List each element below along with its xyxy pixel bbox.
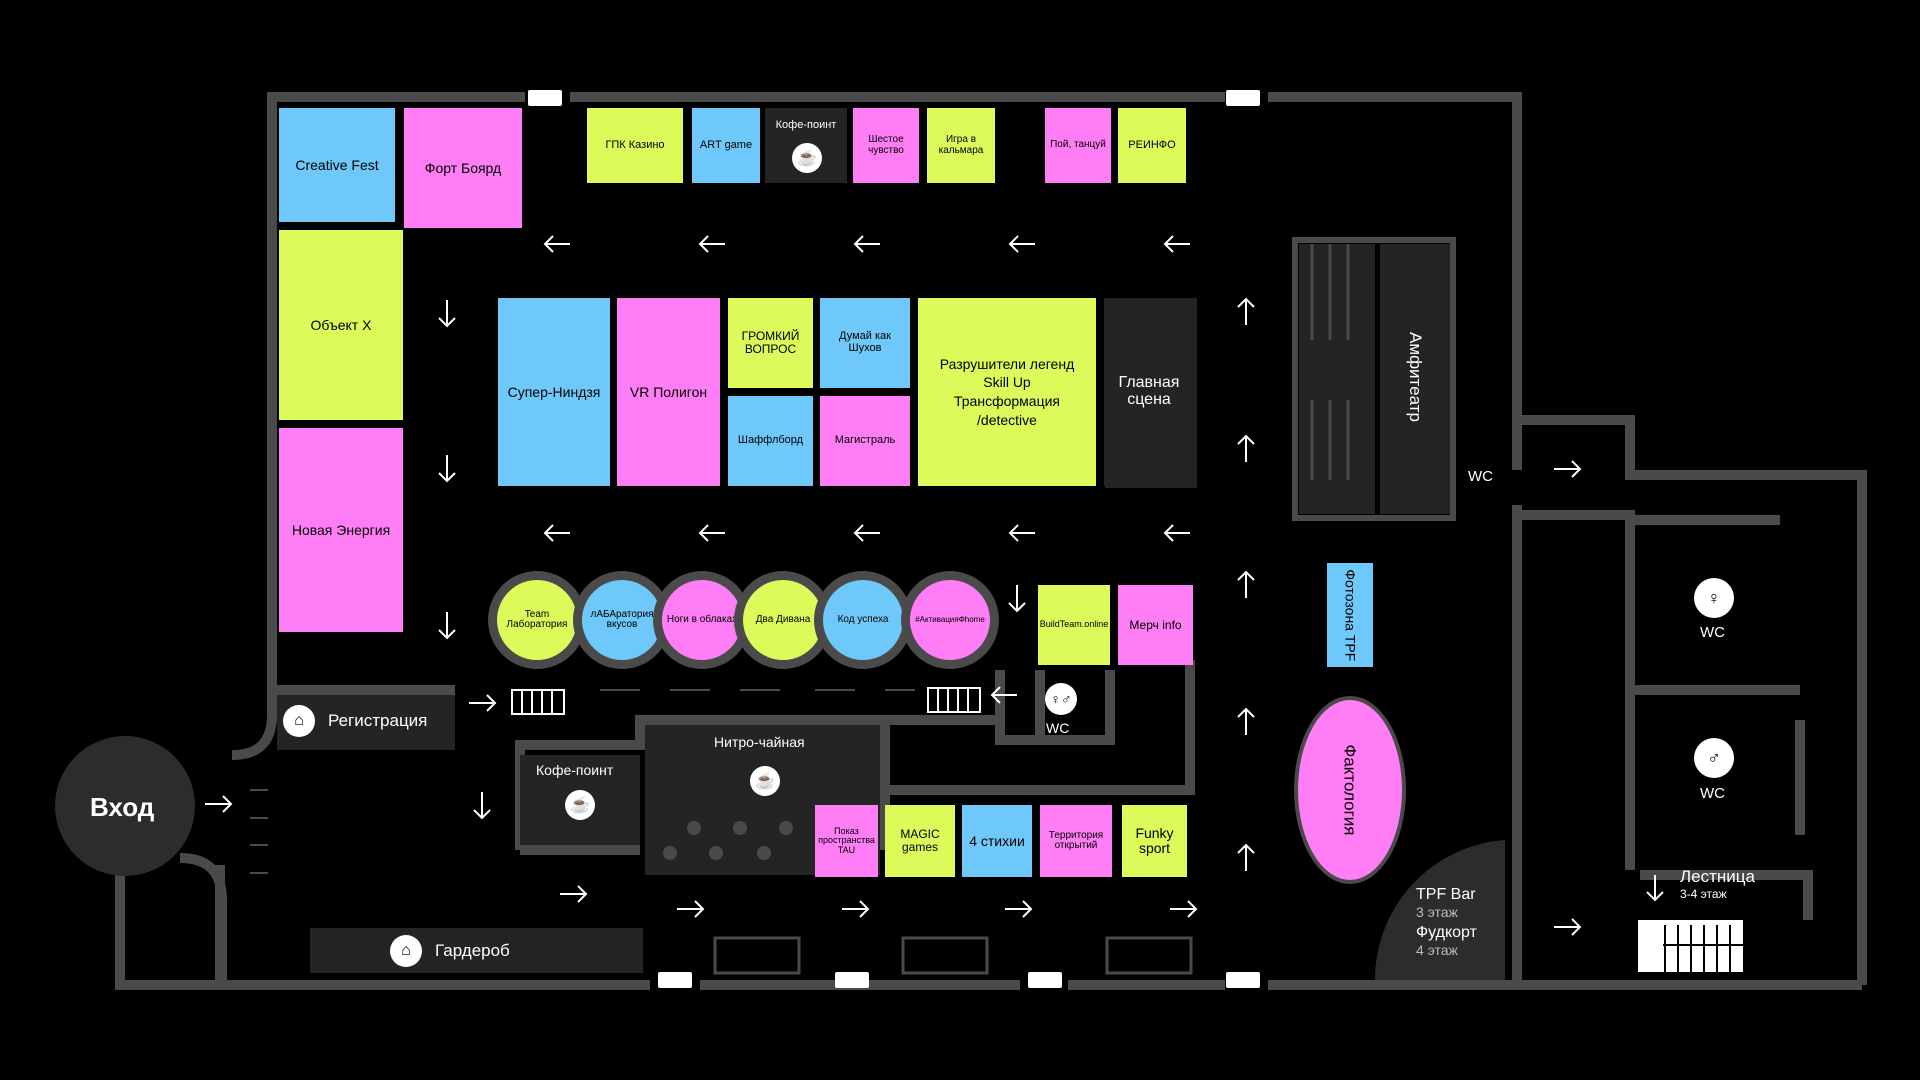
flow-arrows <box>205 235 1664 936</box>
circle-two-sofas[interactable]: Два Дивана <box>743 580 823 660</box>
coffee-cup-icon: ☕ <box>792 143 822 173</box>
entrance-circle <box>55 736 195 876</box>
zone-sixth-sense[interactable]: Шестое чувство <box>853 108 919 183</box>
zone-merch[interactable]: Мерч info <box>1118 585 1193 665</box>
zone-main-stage[interactable]: Главная сцена <box>1104 298 1194 486</box>
legends-line-3: Трансформация <box>954 393 1060 409</box>
zone-reinfo[interactable]: РЕИНФО <box>1118 108 1186 183</box>
zone-territory[interactable]: Территория открытий <box>1040 805 1112 877</box>
amphitheatre-label: Амфитеатр <box>1406 332 1425 422</box>
zone-creative-fest[interactable]: Creative Fest <box>279 108 395 222</box>
coffee-top-label: Кофе-поинт <box>775 119 837 131</box>
circle-success-code[interactable]: Код успеха <box>823 580 903 660</box>
person-icon: ♀ <box>1694 578 1734 618</box>
circle-team-lab[interactable]: Team Лаборатория <box>497 580 577 660</box>
zone-coffee-top[interactable]: Кофе-поинт <box>765 108 847 148</box>
coffee-bottom-label: Кофе-поинт <box>536 762 614 778</box>
wall-right <box>1517 415 1867 985</box>
wc-amphi-label: WC <box>1468 468 1493 485</box>
zone-super-ninja[interactable]: Супер-Ниндзя <box>498 298 610 486</box>
foodcourt-floor: 4 этаж <box>1416 942 1458 958</box>
bar-title: TPF Bar <box>1416 886 1476 903</box>
stairs-sub: 3-4 этаж <box>1680 887 1727 901</box>
zone-new-energy[interactable]: Новая Энергия <box>279 428 403 632</box>
zone-magistral[interactable]: Магистраль <box>820 396 910 486</box>
wc-icon: ♀♂ <box>1045 683 1077 715</box>
nitro-label: Нитро-чайная <box>714 734 805 750</box>
zone-loud-question[interactable]: ГРОМКИЙ ВОПРОС <box>728 298 813 388</box>
coffee-cup-icon: ☕ <box>750 766 780 796</box>
factology-label: Фактология <box>1340 744 1360 836</box>
hanger-icon: ⌂ <box>390 935 422 967</box>
bar-floor: 3 этаж <box>1416 904 1458 920</box>
zone-object-x[interactable]: Объект X <box>279 230 403 420</box>
zone-think-like-shukhov[interactable]: Думай как Шухов <box>820 298 910 388</box>
zone-legends[interactable]: Разрушители легенд Skill Up Трансформаци… <box>918 298 1096 486</box>
zone-factology[interactable]: Фактология <box>1298 700 1402 880</box>
cloakroom-label: Гардероб <box>435 941 510 960</box>
zone-fort-boyard[interactable]: Форт Боярд <box>404 108 522 228</box>
registration-label: Регистрация <box>328 711 428 730</box>
legends-line-2: Skill Up <box>983 374 1031 391</box>
wall-top-left <box>267 92 525 202</box>
wc-top-label: WC <box>1700 624 1725 641</box>
circle-clouds[interactable]: Ноги в облаках <box>662 580 742 660</box>
legends-line-4: /detective <box>977 411 1037 428</box>
photozone-label: Фотозона TPF <box>1342 569 1359 661</box>
zone-gpk-casino[interactable]: ГПК Казино <box>587 108 683 183</box>
entrance-label: Вход <box>90 792 155 822</box>
circle-aba-lab[interactable]: лАБАратория вкусов <box>582 580 662 660</box>
zone-art-game[interactable]: ART game <box>692 108 760 183</box>
wc-bottom-label: WC <box>1700 785 1725 802</box>
zone-magic-games[interactable]: MAGIC games <box>885 805 955 877</box>
foodcourt-title: Фудкорт <box>1416 924 1477 941</box>
zone-funky-sport[interactable]: Funky sport <box>1122 805 1187 877</box>
zone-four-elements[interactable]: 4 стихии <box>962 805 1032 877</box>
zone-sing-dance[interactable]: Пой, танцуй <box>1045 108 1111 183</box>
zone-shuffleboard[interactable]: Шаффлборд <box>728 396 813 486</box>
person-icon: ♂ <box>1694 738 1734 778</box>
hanger-icon: ⌂ <box>283 705 315 737</box>
wall-top-right <box>1268 92 1522 470</box>
zone-tau[interactable]: Показ пространства TAU <box>815 805 878 877</box>
zone-buildteam[interactable]: BuildTeam.online <box>1038 585 1110 665</box>
zone-squid-game[interactable]: Игра в кальмара <box>927 108 995 183</box>
wc-center-label: WC <box>1046 720 1070 736</box>
circle-activation[interactable]: #АктивацияФhome <box>910 580 990 660</box>
stairs-title: Лестница <box>1680 867 1755 886</box>
zone-photozone[interactable]: Фотозона TPF <box>1327 563 1373 667</box>
legends-line-1: Разрушители легенд <box>939 355 1075 372</box>
zone-vr-polygon[interactable]: VR Полигон <box>617 298 720 486</box>
wall-bottom-a <box>115 865 650 990</box>
coffee-cup-icon: ☕ <box>565 790 595 820</box>
